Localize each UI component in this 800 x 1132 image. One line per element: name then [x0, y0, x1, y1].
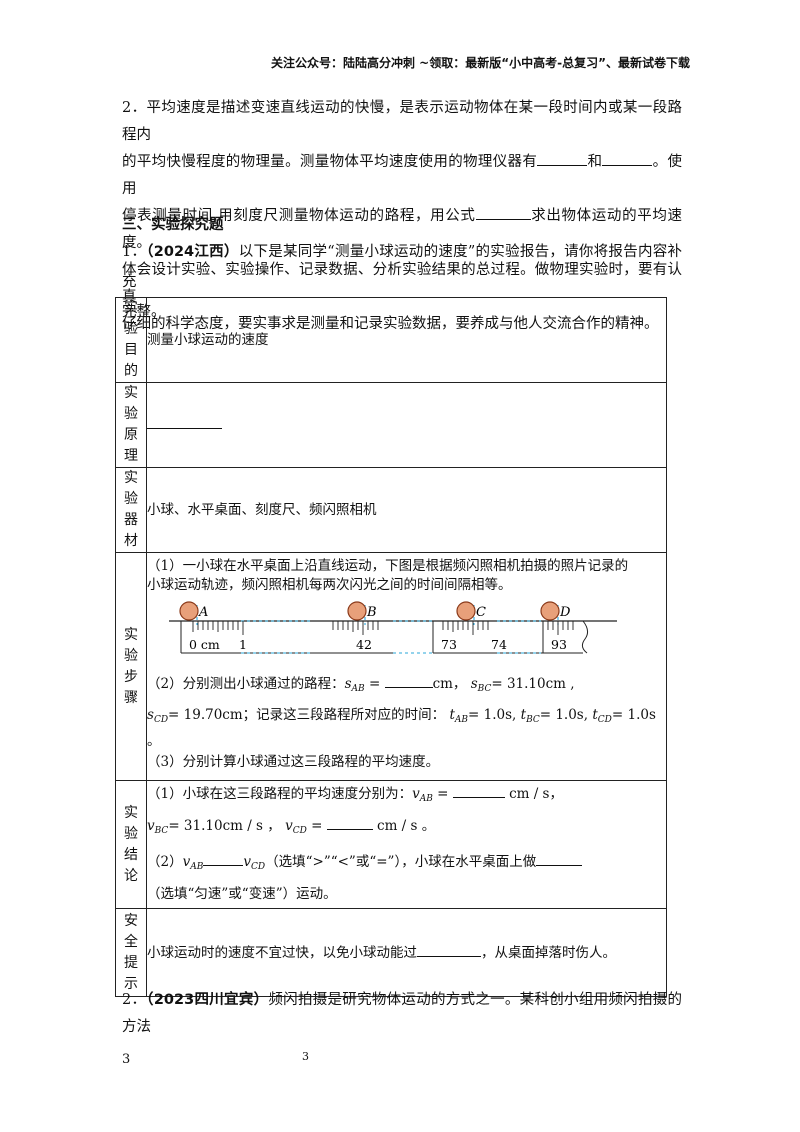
page-number-center: 3: [302, 1050, 309, 1063]
row-steps: 实验步骤 （1）一小球在水平桌面上沿直线运动，下图是根据频闪照相机拍摄的照片记录…: [115, 552, 667, 781]
q2-text: 频闪拍摄是研究物体运动的方式之一。某科创小组用频闪拍摄的方法: [122, 992, 683, 1035]
para2-line1: 2．平均速度是描述变速直线运动的快慢，是表示运动物体在某一段时间内或某一段路程内: [122, 100, 682, 143]
content-steps: （1）一小球在水平桌面上沿直线运动，下图是根据频闪照相机拍摄的照片记录的 小球运…: [146, 552, 667, 781]
point-label-a: A: [198, 605, 208, 620]
row-principle: 实验原理: [115, 382, 667, 468]
answer-blank: [602, 151, 653, 166]
label-conclusion: 实验结论: [115, 780, 147, 909]
step2-line1: （2）分别测出小球通过的路程：sAB = cm， sBC= 31.10cm ,: [147, 671, 666, 702]
q1-number: 1．: [122, 244, 147, 260]
label-purpose: 实验目的: [115, 297, 147, 383]
row-equipment: 实验器材 小球、水平桌面、刻度尺、频闪照相机: [115, 467, 667, 553]
row-purpose: 实验目的 测量小球运动的速度: [115, 297, 667, 383]
principle-blank: [147, 414, 222, 429]
conclusion-line1: （1）小球在这三段路程的平均速度分别为：vAB = cm / s，: [147, 781, 666, 813]
point-label-b: B: [366, 605, 377, 620]
conclusion-line4: （选填“匀速”或“变速”）运动。: [147, 886, 337, 902]
label-safety: 安全提示: [115, 908, 147, 997]
sab-blank: [384, 673, 433, 688]
ruler-diagram: A B C D 0 cm 1 42 73 74 93: [169, 601, 617, 654]
answer-blank: [537, 151, 588, 166]
para2-line3: 停表测量时间,用刻度尺测量物体运动的路程，用公式求出物体运动的平均速度。: [122, 203, 682, 257]
label-equipment: 实验器材: [115, 467, 147, 553]
para2-line2: 的平均快慢程度的物理量。测量物体平均速度使用的物理仪器有和。使用: [122, 149, 682, 203]
step2-line2: sCD= 19.70cm；记录这三段路程所对应的时间： tAB= 1.0s, t…: [147, 707, 656, 725]
answer-blank: [475, 205, 531, 220]
safety-blank: [417, 942, 481, 957]
point-label-d: D: [559, 605, 571, 620]
motion-type-blank: [536, 851, 583, 866]
section-title: 三、实验探究题: [122, 217, 224, 233]
tick-label-42: 42: [356, 637, 372, 652]
content-purpose: 测量小球运动的速度: [146, 297, 667, 383]
row-safety: 安全提示 小球运动时的速度不宜过快，以免小球动能过，从桌面掉落时伤人。: [115, 908, 667, 997]
tick-label-93: 93: [551, 637, 567, 652]
conclusion-line2: vBC= 31.10cm / s ， vCD = cm / s 。: [147, 813, 666, 845]
ball-positions: [179, 601, 560, 621]
experiment-report-table: 实验目的 测量小球运动的速度 实验原理 实验器材 小球、水平桌面、刻度尺、频闪照…: [115, 297, 667, 997]
vab-blank: [452, 783, 505, 798]
label-steps: 实验步骤: [115, 552, 147, 781]
tick-label-73: 73: [441, 637, 457, 652]
q1-source: （2024江西）: [146, 244, 239, 260]
point-label-c: C: [476, 605, 486, 620]
tick-label-1: 1: [239, 637, 247, 652]
step1-line1: （1）一小球在水平桌面上沿直线运动，下图是根据频闪照相机拍摄的照片记录的: [147, 558, 629, 574]
row-conclusion: 实验结论 （1）小球在这三段路程的平均速度分别为：vAB = cm / s， v…: [115, 780, 667, 909]
q2-source: （2023四川宜宾）: [146, 992, 269, 1008]
content-principle: [146, 382, 667, 468]
content-safety: 小球运动时的速度不宜过快，以免小球动能过，从桌面掉落时伤人。: [146, 908, 667, 997]
content-equipment: 小球、水平桌面、刻度尺、频闪照相机: [146, 467, 667, 553]
q2-number: 2．: [122, 992, 147, 1008]
page-header: 关注公众号：陆陆高分冲刺 ~领取：最新版“小中高考-总复习”、最新试卷下载: [271, 56, 690, 70]
step3: （3）分别计算小球通过这三段路程的平均速度。: [147, 754, 440, 770]
content-conclusion: （1）小球在这三段路程的平均速度分别为：vAB = cm / s， vBC= 3…: [146, 780, 667, 909]
tick-label-0: 0 cm: [189, 637, 220, 652]
label-principle: 实验原理: [115, 382, 147, 468]
step1-line2: 小球运动轨迹，频闪照相机每两次闪光之间的时间间隔相等。: [147, 577, 512, 593]
page-number-left: 3: [122, 1052, 131, 1067]
q1-text: 以下是某同学“测量小球运动的速度”的实验报告，请你将报告内容补充: [122, 244, 682, 290]
question-2: 2．（2023四川宜宾）频闪拍摄是研究物体运动的方式之一。某科创小组用频闪拍摄的…: [122, 987, 682, 1041]
step2-period: 。: [147, 733, 161, 749]
vcd-blank: [326, 815, 373, 830]
tick-label-74: 74: [491, 637, 507, 652]
compare-blank: [203, 851, 244, 866]
